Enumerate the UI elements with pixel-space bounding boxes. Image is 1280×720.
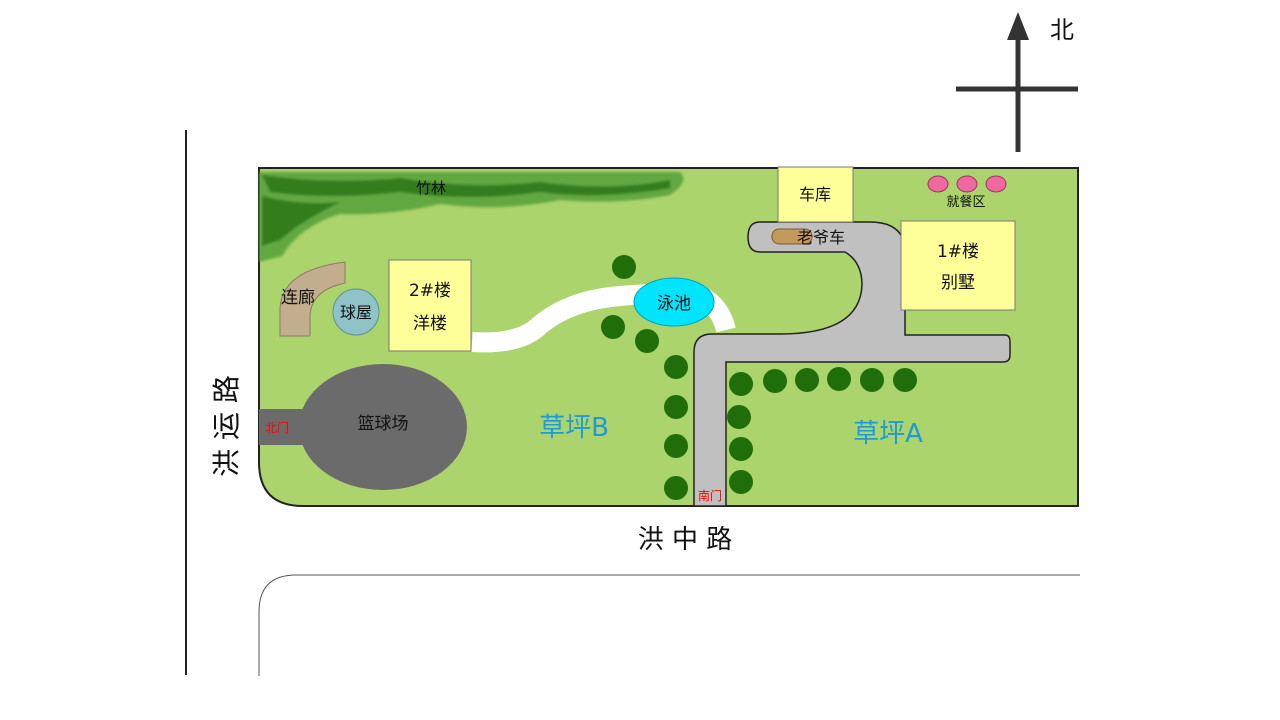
vintage-car bbox=[771, 228, 813, 245]
bamboo-forest bbox=[259, 172, 684, 262]
tree bbox=[612, 255, 636, 279]
dining-seat bbox=[956, 175, 978, 193]
south-road-label: 洪 中 路 bbox=[638, 525, 733, 555]
lower-lot-outline bbox=[258, 574, 1080, 676]
building-1 bbox=[900, 220, 1016, 311]
bamboo-label: 竹林 bbox=[416, 179, 446, 197]
garage-label: 车库 bbox=[799, 185, 831, 204]
tree bbox=[729, 372, 753, 396]
tree bbox=[827, 367, 851, 391]
swimming-pool bbox=[633, 277, 715, 327]
corridor bbox=[279, 261, 346, 337]
west-road-label: 洪 运 路 bbox=[210, 375, 243, 477]
tree bbox=[893, 368, 917, 392]
tree bbox=[664, 476, 688, 500]
dining-label: 就餐区 bbox=[946, 194, 985, 210]
south-gate-label: 南门 bbox=[698, 488, 722, 503]
driveway bbox=[693, 221, 1011, 507]
corridor-label: 连廊 bbox=[281, 288, 315, 308]
building-2-name: 2#楼 bbox=[409, 281, 451, 301]
north-compass: 北 bbox=[956, 12, 1078, 152]
tree bbox=[664, 434, 688, 458]
garage-building bbox=[777, 166, 854, 223]
dining-area bbox=[927, 175, 1007, 193]
tree bbox=[860, 368, 884, 392]
tree bbox=[727, 405, 751, 429]
lawn-b-label: 草坪B bbox=[539, 413, 609, 443]
building-2 bbox=[388, 259, 472, 352]
ball-house-label: 球屋 bbox=[340, 303, 372, 322]
basketball-court bbox=[299, 364, 467, 490]
basketball-label: 篮球场 bbox=[358, 414, 409, 434]
tree bbox=[664, 395, 688, 419]
tree-group bbox=[601, 255, 917, 500]
tree bbox=[601, 315, 625, 339]
building-1-name: 1#楼 bbox=[937, 242, 979, 262]
dining-seat bbox=[985, 175, 1007, 193]
north-arrow-icon bbox=[1007, 12, 1029, 40]
tree bbox=[635, 329, 659, 353]
tree bbox=[729, 470, 753, 494]
ball-house bbox=[332, 288, 380, 336]
vintage-car-label: 老爷车 bbox=[797, 228, 845, 247]
tree bbox=[795, 368, 819, 392]
tree bbox=[664, 355, 688, 379]
pool-label: 泳池 bbox=[657, 294, 691, 314]
lawn-a-label: 草坪A bbox=[853, 419, 923, 449]
north-gate-label: 北门 bbox=[265, 420, 289, 435]
tree bbox=[729, 437, 753, 461]
dining-seat bbox=[927, 175, 949, 193]
north-label: 北 bbox=[1050, 16, 1074, 44]
building-1-type: 别墅 bbox=[941, 273, 975, 293]
building-2-type: 洋楼 bbox=[413, 314, 447, 334]
tree bbox=[763, 369, 787, 393]
